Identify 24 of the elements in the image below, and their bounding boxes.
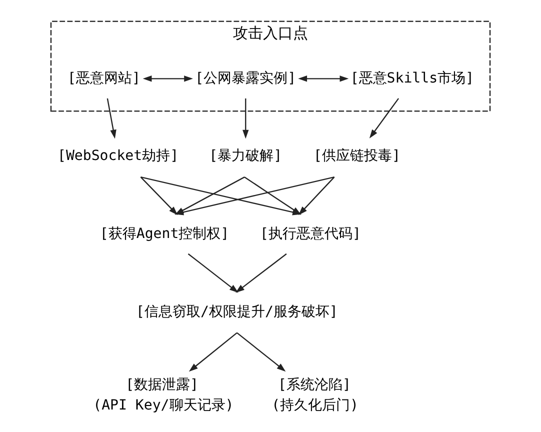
arrow [106, 98, 116, 139]
arrow [236, 253, 287, 293]
node-label: (持久化后门) [272, 397, 359, 414]
node-text: [供应链投毒] [314, 148, 400, 164]
node-label: (API Key/聊天记录) [93, 397, 234, 414]
node-text: [恶意网站] [68, 70, 140, 86]
node-text: [数据泄露] [126, 376, 199, 393]
node-text: [恶意Skills市场] [350, 70, 474, 86]
node-text: [暴力破解] [209, 148, 282, 164]
arrow [369, 98, 399, 138]
arrow [298, 76, 349, 82]
arrow [188, 332, 238, 372]
arrow [298, 176, 335, 216]
arrow [242, 98, 249, 139]
arrow [140, 176, 178, 216]
node-text: [公网暴露实例] [195, 70, 296, 86]
arrow [142, 76, 193, 82]
node-text: [WebSocket劫持] [58, 148, 179, 164]
arrow [236, 332, 286, 372]
node-text: [系统沦陷] [278, 376, 351, 393]
arrow [188, 253, 238, 293]
node-text: [执行恶意代码] [260, 226, 361, 242]
node-text: [信息窃取/权限提升/服务破坏] [136, 304, 338, 320]
node-text: [获得Agent控制权] [100, 226, 230, 242]
